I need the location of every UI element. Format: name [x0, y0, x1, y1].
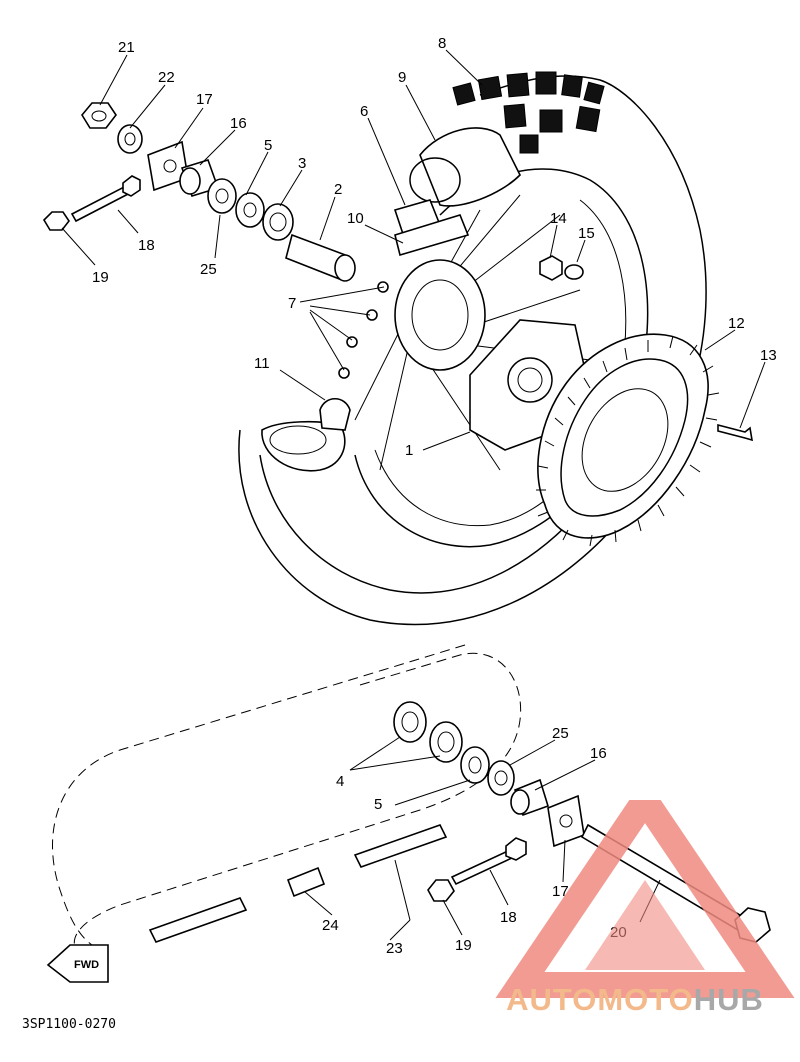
part-label-24: 24: [322, 917, 339, 934]
part-label-10: 10: [347, 210, 364, 227]
axle-parts-upper: [42, 102, 356, 282]
part-label-12: 12: [728, 315, 745, 332]
part-label-15: 15: [578, 225, 595, 242]
fwd-tag-label: FWD: [74, 959, 99, 971]
part-label-16-lower: 16: [590, 745, 607, 762]
part-label-25: 25: [200, 261, 217, 278]
part-label-22: 22: [158, 69, 175, 86]
part-label-23: 23: [386, 940, 403, 957]
part-label-16: 16: [230, 115, 247, 132]
part-label-4: 4: [336, 773, 344, 790]
part-label-8: 8: [438, 35, 446, 52]
part-label-13: 13: [760, 347, 777, 364]
part-label-9: 9: [398, 69, 406, 86]
part-label-19-lower: 19: [455, 937, 472, 954]
leader-lines: [61, 49, 766, 941]
part-label-11: 11: [254, 355, 270, 372]
part-label-6: 6: [360, 103, 368, 120]
part-label-14: 14: [550, 210, 567, 227]
part-label-17-lower: 17: [552, 883, 569, 900]
part-label-5-lower: 5: [374, 796, 382, 813]
part-label-18-lower: 18: [500, 909, 517, 926]
part-label-17: 17: [196, 91, 213, 108]
automotohub-logo-triangle: [495, 800, 795, 998]
part-label-7: 7: [288, 295, 296, 312]
drive-chain: [46, 644, 522, 983]
logo-text-automoto: AUTOMOTO: [506, 982, 694, 1017]
drawing-code: 3SP1100-0270: [22, 1017, 116, 1032]
part-label-25-lower: 25: [552, 725, 569, 742]
part-label-21: 21: [118, 39, 135, 56]
rear-sprocket: [536, 333, 753, 547]
part-label-3: 3: [298, 155, 306, 172]
axle-parts-lower: [393, 701, 771, 943]
part-label-2: 2: [334, 181, 342, 198]
part-label-18: 18: [138, 237, 155, 254]
automotohub-logo-text: AUTOMOTOHUB: [470, 982, 800, 1018]
part-number-labels: 21 22 17 16 5 3 2 8 9 6 10 14 15 7 11 1 …: [92, 35, 777, 957]
logo-text-hub: HUB: [693, 982, 764, 1017]
part-label-19: 19: [92, 269, 109, 286]
part-label-5: 5: [264, 137, 272, 154]
part-label-1: 1: [405, 442, 413, 459]
